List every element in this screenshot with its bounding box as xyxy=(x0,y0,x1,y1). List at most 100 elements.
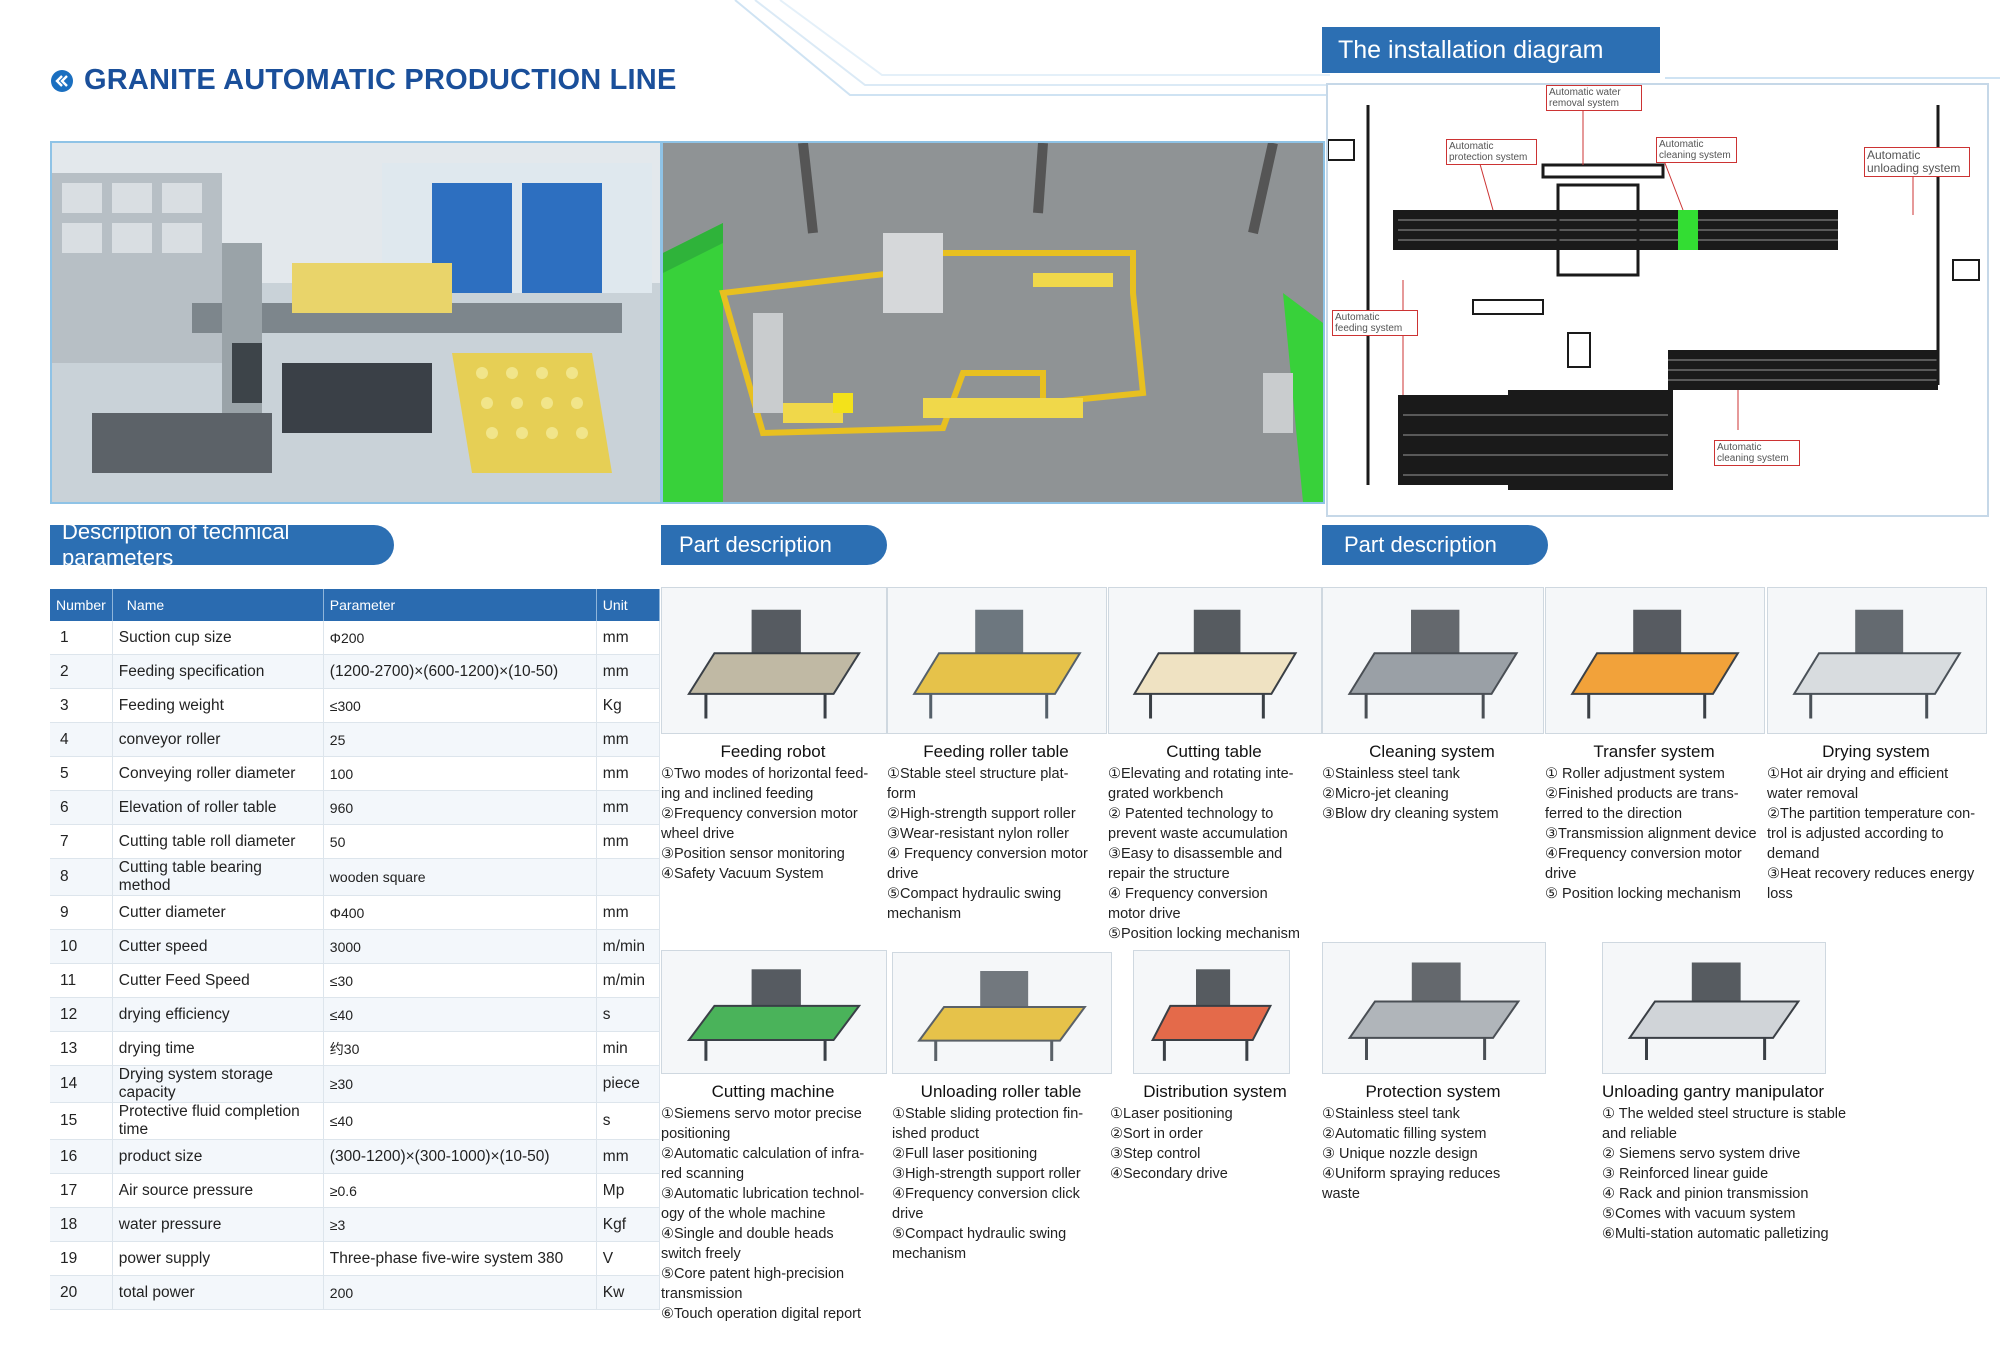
part-feature: ②Frequency conversion motor xyxy=(661,806,858,822)
cell-name: Elevation of roller table xyxy=(112,790,324,825)
cell-parameter: Φ400 xyxy=(323,895,597,930)
part-feature: ing and inclined feeding xyxy=(661,786,814,802)
part-name: Cutting table xyxy=(1166,742,1262,761)
cell-name: power supply xyxy=(112,1241,324,1276)
part-name: Protection system xyxy=(1365,1082,1501,1101)
cell-unit: mm xyxy=(596,1139,661,1174)
cell-name: Cutter speed xyxy=(112,929,324,964)
col-unit: Unit xyxy=(596,589,661,621)
part-banner-1: Part description xyxy=(661,525,887,565)
installation-diagram: Automatic water removal system Automatic… xyxy=(1326,83,1989,517)
part-feature: ① Roller adjustment system xyxy=(1545,766,1725,782)
part-name: Unloading gantry manipulator xyxy=(1602,1082,1825,1101)
part-image xyxy=(1108,587,1322,734)
cell-parameter: ≤40 xyxy=(323,997,597,1032)
part-feature: ③ Unique nozzle design xyxy=(1322,1146,1478,1162)
cell-number: 14 xyxy=(50,1065,113,1103)
part-illustration xyxy=(893,953,1111,1073)
part-feature: trol is adjusted according to xyxy=(1767,826,1944,842)
part-feature: ④Frequency conversion motor xyxy=(1545,846,1742,862)
part-feature: transmission xyxy=(661,1286,743,1302)
part-feature: prevent waste accumulation xyxy=(1108,826,1288,842)
cell-unit: piece xyxy=(596,1065,661,1103)
cell-unit: min xyxy=(596,1031,661,1066)
part-image xyxy=(1545,587,1765,734)
cell-name: Cutter Feed Speed xyxy=(112,963,324,998)
part-feature: red scanning xyxy=(661,1166,745,1182)
part-feature: ① The welded steel structure is stable xyxy=(1602,1106,1847,1122)
part-feature: ②Full laser positioning xyxy=(892,1146,1038,1162)
cell-unit: mm xyxy=(596,895,661,930)
cell-parameter: (300-1200)×(300-1000)×(10-50) xyxy=(323,1139,597,1174)
cell-unit: m/min xyxy=(596,929,661,964)
cell-parameter: wooden square xyxy=(323,858,597,896)
part-name: Unloading roller table xyxy=(920,1082,1082,1101)
part-banner-2: Part description xyxy=(1322,525,1548,565)
part-feature: ③ Reinforced linear guide xyxy=(1602,1166,1769,1182)
page-title: GRANITE AUTOMATIC PRODUCTION LINE xyxy=(50,64,677,97)
cell-unit: mm xyxy=(596,790,661,825)
part-feature: grated workbench xyxy=(1108,786,1224,802)
cell-parameter: ≥3 xyxy=(323,1207,597,1242)
cell-name: Air source pressure xyxy=(112,1173,324,1208)
part-feature: loss xyxy=(1767,886,1793,902)
cell-name: Protective fluid completion time xyxy=(112,1102,324,1140)
label-protection: Automatic protection system xyxy=(1446,139,1537,165)
part-feature: ferred to the direction xyxy=(1545,806,1683,822)
part-feature: ①Laser positioning xyxy=(1110,1106,1233,1122)
cell-parameter: 200 xyxy=(323,1275,597,1310)
cell-parameter: ≤300 xyxy=(323,688,597,723)
col-parameter: Parameter xyxy=(323,589,597,621)
cell-unit: Kw xyxy=(596,1275,661,1310)
line-layout-render-image xyxy=(663,143,1323,502)
part-card: Feeding robot ①Two modes of horizontal fe… xyxy=(661,587,887,884)
installation-diagram-drawing xyxy=(1327,105,1980,490)
part-feature: switch freely xyxy=(661,1246,741,1262)
part-feature: ①Two modes of horizontal feed- xyxy=(661,766,869,782)
part-feature: ②The partition temperature con- xyxy=(1767,806,1976,822)
cell-number: 7 xyxy=(50,824,113,859)
cell-parameter: 960 xyxy=(323,790,597,825)
part-feature: demand xyxy=(1767,846,1820,862)
cell-parameter: ≤40 xyxy=(323,1102,597,1140)
cell-parameter: Φ200 xyxy=(323,621,597,655)
part-feature: ⑥Touch operation digital report xyxy=(661,1306,862,1322)
part-name: Feeding robot xyxy=(720,742,826,761)
cell-number: 8 xyxy=(50,858,113,896)
part-feature: ④ Frequency conversion motor xyxy=(887,846,1088,862)
part-feature: ⑤Compact hydraulic swing xyxy=(892,1226,1067,1242)
part-card: Unloading roller table ①Stable sliding pr… xyxy=(892,952,1112,1264)
cell-name: Cutting table roll diameter xyxy=(112,824,324,859)
part-feature: ⑥Multi-station automatic palletizing xyxy=(1602,1226,1829,1242)
part-card: Unloading gantry manipulator ① The welded… xyxy=(1602,942,1862,1244)
part-image xyxy=(1322,942,1546,1074)
part-feature: ①Stable sliding protection fin- xyxy=(892,1106,1084,1122)
cell-name: water pressure xyxy=(112,1207,324,1242)
cell-name: Cutting table bearing method xyxy=(112,858,324,896)
part-feature: ④Safety Vacuum System xyxy=(661,866,824,882)
part-name: Transfer system xyxy=(1593,742,1715,761)
part-feature: form xyxy=(887,786,916,802)
part-feature: ②Automatic filling system xyxy=(1322,1126,1487,1142)
cell-unit: m/min xyxy=(596,963,661,998)
part-image xyxy=(887,587,1107,734)
part-illustration xyxy=(888,588,1106,733)
part-image xyxy=(1322,587,1544,734)
part-feature: ①Stainless steel tank xyxy=(1322,766,1460,782)
part-title-1: Part description xyxy=(679,532,832,557)
line-layout-render xyxy=(661,141,1325,504)
part-feature: ⑤ Position locking mechanism xyxy=(1545,886,1741,902)
part-image xyxy=(661,950,887,1074)
cell-number: 6 xyxy=(50,790,113,825)
